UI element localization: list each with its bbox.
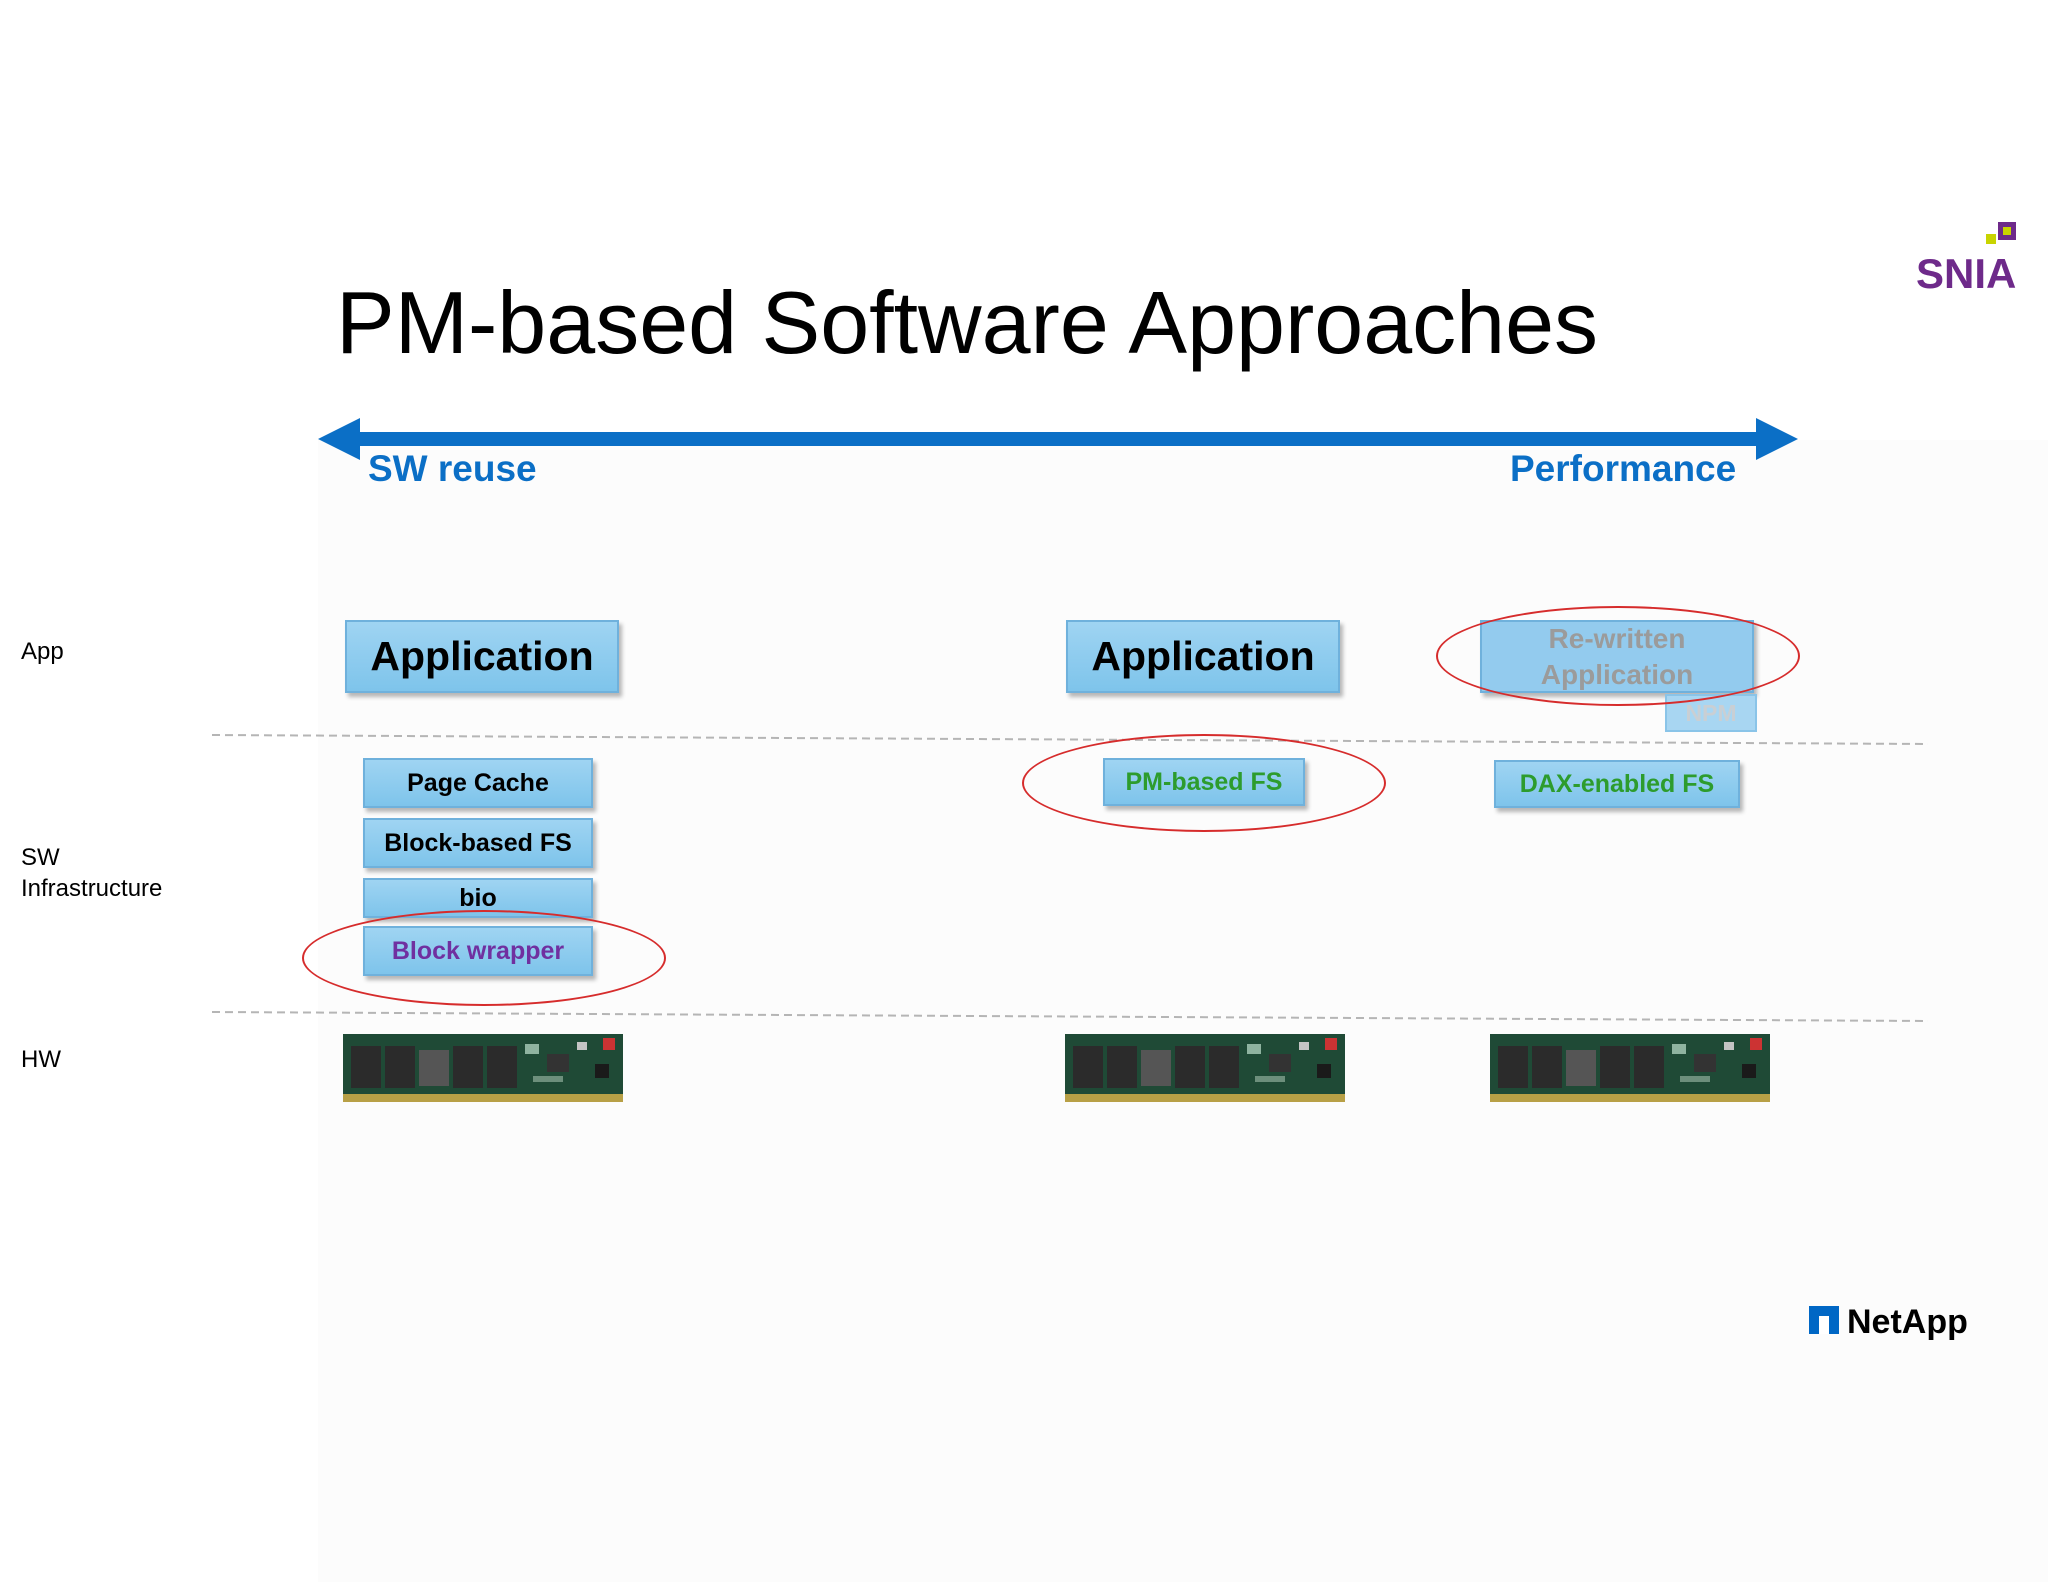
netapp-logo: NetApp [1809,1303,1968,1341]
double-arrow-icon [318,418,1798,460]
pm-module-image [343,1034,623,1102]
sw-reuse-label: SW reuse [368,448,537,489]
row-label-sw: SW Infrastructure [21,842,162,904]
highlight-ellipse-block-wrapper [302,910,666,1006]
divider-sw-hw [212,1011,1928,1022]
pm-module-image [1490,1034,1770,1102]
slide-title: PM-based Software Approaches [336,273,1599,372]
row-label-app: App [21,638,64,665]
row-label-hw: HW [21,1046,61,1073]
divider-app-sw [212,734,1928,745]
dax-enabled-fs-box: DAX-enabled FS [1494,760,1740,808]
svg-text:SNIA: SNIA [1916,250,2016,294]
application-box: Application [345,620,619,693]
row-label-sw-line1: SW [21,844,60,871]
page-cache-box: Page Cache [363,758,593,808]
svg-text:NetApp: NetApp [1847,1303,1968,1341]
highlight-ellipse-rewritten-application [1436,606,1800,706]
row-label-sw-line2: Infrastructure [21,875,163,902]
snia-logo: SNIA [1916,222,2016,294]
application-box: Application [1066,620,1340,693]
block-based-fs-box: Block-based FS [363,818,593,868]
performance-label: Performance [1510,448,1737,489]
pm-module-image [1065,1034,1345,1102]
highlight-ellipse-pm-based-fs [1022,734,1386,832]
